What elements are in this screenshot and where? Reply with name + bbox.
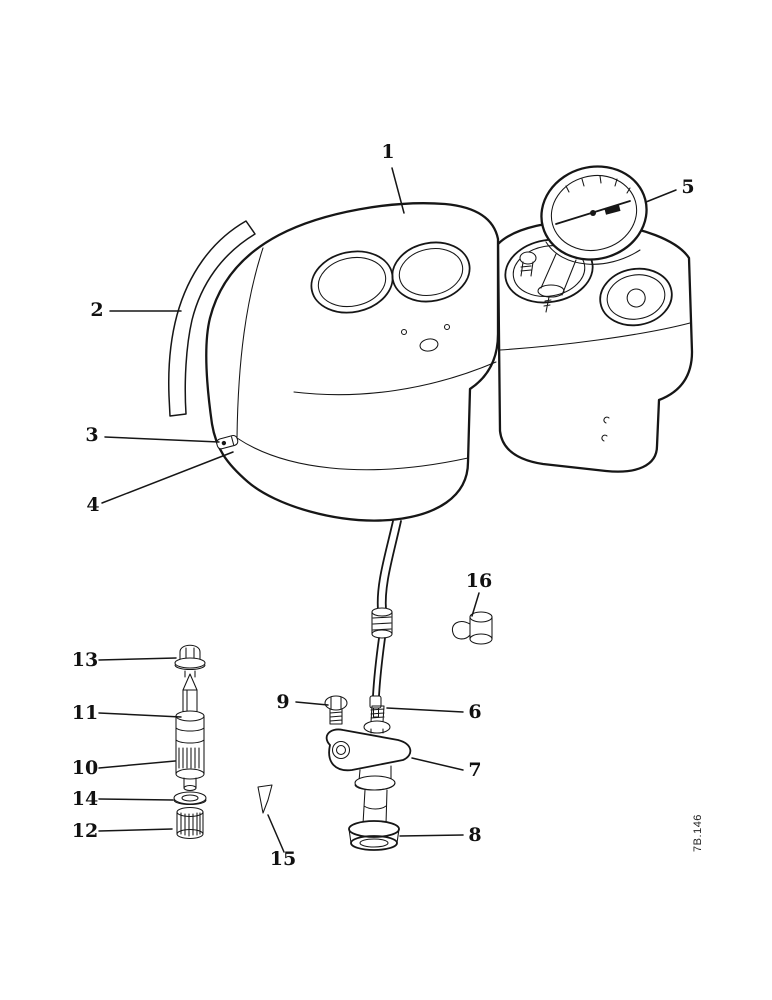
cable-end-fitting [369, 695, 382, 718]
cable-clip [451, 611, 493, 645]
leader-line-10 [98, 760, 176, 769]
leader-line-16 [471, 592, 480, 617]
panel-right-crease [499, 322, 691, 351]
panel-skirt-top-line [236, 437, 469, 471]
panel-front-cowl [205, 202, 500, 522]
trim-strip [168, 220, 256, 417]
callout-15: 15 [270, 848, 296, 870]
mounting-clip [216, 434, 239, 450]
gauge-mount-collar [537, 284, 565, 298]
leader-line-11 [98, 712, 182, 718]
callout-6: 6 [468, 701, 481, 723]
drive-pin [182, 673, 198, 716]
leader-line-8 [399, 834, 464, 837]
small-clip-mark-upper [603, 416, 610, 424]
tachometer-gauge [519, 165, 648, 313]
callout-4: 4 [86, 494, 99, 516]
leader-line-12 [98, 828, 173, 832]
set-screw [257, 784, 273, 814]
drive-cable [369, 520, 402, 718]
drive-bushing [175, 710, 205, 792]
drive-cup [348, 820, 400, 851]
panel-face-crease [293, 361, 497, 396]
flange-bolt [324, 695, 348, 725]
cap-nut [174, 644, 206, 678]
gauge-opening-left [504, 238, 594, 304]
leader-line-7 [411, 757, 464, 771]
callout-10: 10 [72, 757, 98, 779]
callout-7: 7 [468, 759, 481, 781]
leader-line-13 [98, 657, 177, 661]
gauge-tick-marks [565, 175, 631, 194]
gauge-hub [590, 210, 596, 216]
tachometer-drive-unit [325, 705, 412, 851]
drive-stud [363, 705, 391, 734]
leader-line-5 [645, 189, 677, 203]
callout-11: 11 [72, 702, 98, 724]
callout-14: 14 [72, 788, 98, 810]
page-ref-code: 7B.146 [692, 814, 704, 852]
flange-bolt-hole-outer [331, 740, 351, 760]
callout-2: 2 [90, 299, 103, 321]
gauge-dial-print [604, 205, 621, 215]
gauge-mount-stud [543, 296, 552, 313]
callout-3: 3 [85, 424, 98, 446]
small-clip-mark-lower [601, 434, 608, 442]
face-slot [419, 338, 439, 352]
retaining-washer [173, 791, 207, 806]
drive-collar-rim [354, 782, 396, 791]
gauge-mount-bolt [519, 251, 537, 277]
callout-9: 9 [276, 691, 289, 713]
cable-coupling-nut [371, 607, 393, 639]
callout-1: 1 [381, 141, 394, 163]
drive-gear [176, 806, 204, 840]
flange-bolt-hole-inner [335, 744, 347, 756]
leader-line-15 [267, 814, 285, 853]
gauge-opening-right [599, 267, 673, 327]
leader-lines [98, 167, 677, 853]
face-screw-hole-left [400, 328, 408, 336]
front-gauge-hole-right [391, 241, 471, 303]
callout-12: 12 [72, 820, 98, 842]
drive-flange-plate [325, 728, 412, 772]
gauge-dial-ring [550, 175, 638, 251]
callout-13: 13 [72, 649, 98, 671]
callout-labels: 1 2 3 4 5 6 7 8 9 10 11 12 13 14 15 16 [72, 141, 695, 870]
drive-shaft-parts [173, 644, 207, 840]
drive-tube [362, 789, 388, 825]
leader-line-6 [386, 707, 464, 713]
callout-5: 5 [681, 176, 694, 198]
callout-8: 8 [468, 824, 481, 846]
callout-16: 16 [466, 570, 492, 592]
face-screw-hole-right [443, 323, 451, 331]
gauge-bracket [540, 253, 577, 296]
leader-line-14 [98, 798, 174, 801]
leader-line-9 [295, 701, 329, 706]
leader-line-3 [104, 436, 220, 443]
panel-left-fold [236, 247, 264, 439]
gauge-case-depth [545, 241, 641, 265]
leader-line-1 [391, 167, 405, 214]
leader-line-4 [101, 451, 234, 504]
instrument-panel-cowl [205, 202, 694, 522]
